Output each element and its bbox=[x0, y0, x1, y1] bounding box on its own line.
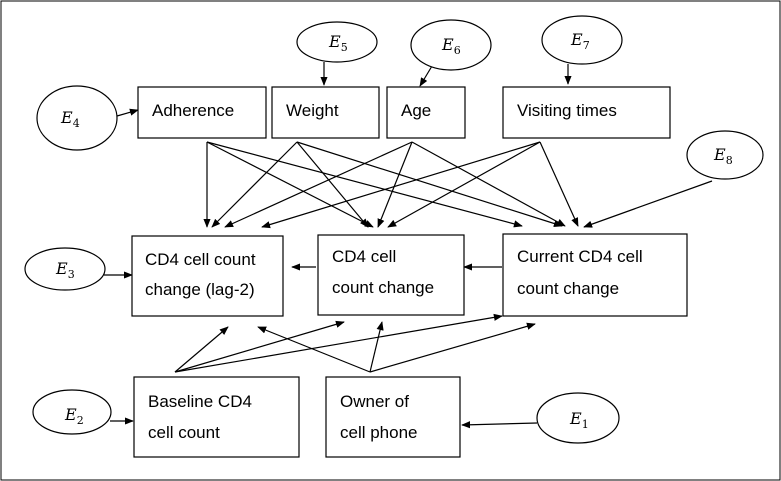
svg-text:E8: E8 bbox=[713, 145, 733, 167]
edge-e1-owner bbox=[461, 421, 538, 429]
node-label: count change bbox=[517, 279, 619, 298]
error-e4: E4 bbox=[36, 85, 118, 151]
node-label: Age bbox=[401, 101, 431, 120]
edge-owner-current bbox=[369, 322, 536, 373]
node-label: Current CD4 cell bbox=[517, 247, 643, 266]
edge-visiting-change bbox=[387, 141, 541, 228]
edge-e4-adherence bbox=[116, 108, 139, 117]
svg-text:E5: E5 bbox=[328, 32, 348, 54]
node-weight: Weight bbox=[271, 86, 380, 139]
edge-adherence-change bbox=[206, 141, 374, 228]
edge-owner-change bbox=[369, 321, 384, 373]
edge-weight-change bbox=[296, 141, 369, 228]
error-e7: E7 bbox=[541, 15, 623, 65]
node-visiting-times: Visiting times bbox=[502, 86, 671, 139]
node-cd4-lag2: CD4 cell count change (lag-2) bbox=[131, 235, 284, 317]
node-baseline-cd4: Baseline CD4 cell count bbox=[133, 376, 300, 458]
node-label: Weight bbox=[286, 101, 339, 120]
error-e8: E8 bbox=[686, 130, 764, 180]
edge-owner-lag2 bbox=[257, 326, 371, 373]
svg-text:E3: E3 bbox=[55, 259, 75, 281]
edge-visiting-current bbox=[539, 141, 579, 227]
svg-text:E2: E2 bbox=[64, 405, 84, 427]
edge-age-current bbox=[411, 141, 566, 227]
error-e3: E3 bbox=[24, 247, 106, 291]
node-label: Adherence bbox=[152, 101, 234, 120]
svg-text:E1: E1 bbox=[569, 409, 589, 431]
edge-age-change bbox=[377, 141, 413, 228]
edge-adherence-current bbox=[206, 141, 523, 228]
node-current-cd4: Current CD4 cell count change bbox=[502, 233, 688, 317]
svg-text:E4: E4 bbox=[60, 108, 80, 130]
node-adherence: Adherence bbox=[137, 86, 267, 139]
edge-visiting-lag2 bbox=[261, 141, 541, 229]
node-label: change (lag-2) bbox=[145, 280, 255, 299]
node-owner-cell-phone: Owner of cell phone bbox=[325, 376, 461, 458]
edges bbox=[104, 62, 713, 429]
edge-e6-age bbox=[419, 65, 433, 87]
node-label: Owner of bbox=[340, 392, 409, 411]
edge-weight-current bbox=[296, 141, 563, 227]
edge-age-lag2 bbox=[224, 141, 413, 228]
node-label: CD4 cell bbox=[332, 247, 396, 266]
error-e6: E6 bbox=[410, 19, 492, 71]
edge-baseline-change bbox=[174, 320, 345, 373]
error-e2: E2 bbox=[32, 389, 112, 435]
svg-text:E7: E7 bbox=[570, 30, 590, 52]
edge-baseline-current bbox=[174, 313, 503, 373]
node-label: cell count bbox=[148, 423, 220, 442]
svg-text:E6: E6 bbox=[441, 35, 461, 57]
node-label: Baseline CD4 bbox=[148, 392, 252, 411]
node-label: CD4 cell count bbox=[145, 250, 256, 269]
error-e1: E1 bbox=[536, 392, 620, 444]
node-cd4-change: CD4 cell count change bbox=[317, 234, 465, 316]
node-label: count change bbox=[332, 278, 434, 297]
edge-weight-lag2 bbox=[211, 141, 298, 228]
node-label: Visiting times bbox=[517, 101, 617, 120]
edge-baseline-lag2 bbox=[174, 326, 229, 373]
edge-e8-current bbox=[583, 180, 713, 228]
node-age: Age bbox=[386, 86, 466, 139]
node-label: cell phone bbox=[340, 423, 418, 442]
error-e5: E5 bbox=[296, 21, 378, 63]
